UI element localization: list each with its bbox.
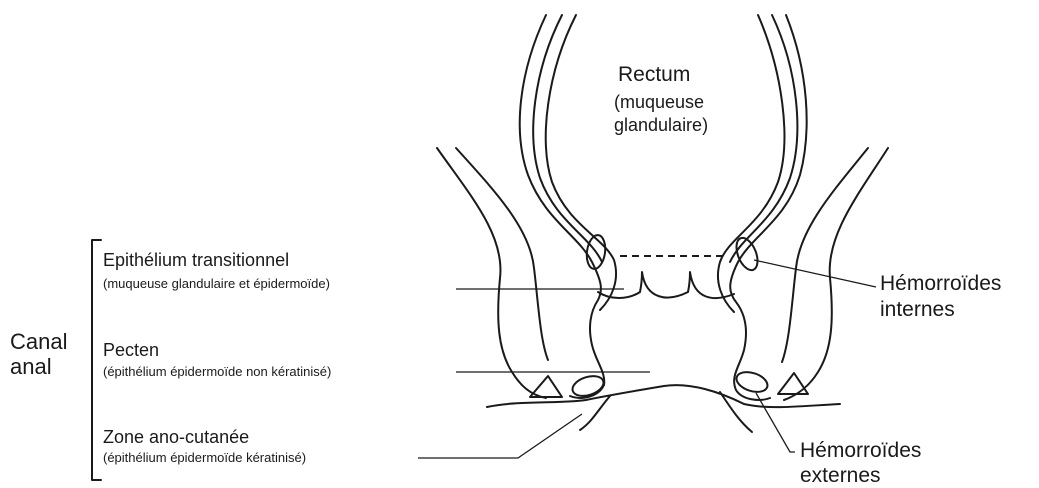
internal-hemorrhoid-right <box>732 235 761 273</box>
canal-bracket <box>92 240 101 480</box>
left-middle-wall <box>533 15 602 262</box>
external-hemorrhoid-right <box>734 368 770 395</box>
canal-label-line2: anal <box>10 354 52 380</box>
right-outer-muscle <box>784 148 888 400</box>
canal-label-line1: Canal <box>10 329 67 355</box>
hem-int-line2: internes <box>880 298 955 322</box>
epithelium-desc: (muqueuse glandulaire et épidermoïde) <box>103 277 330 292</box>
hem-ext-line2: externes <box>800 464 881 488</box>
left-outer-wall <box>520 15 604 398</box>
left-outer-muscle <box>437 148 546 398</box>
right-middle-wall <box>730 15 797 262</box>
zone-desc: (épithélium épidermoïde kératinisé) <box>103 451 306 466</box>
left-inner-wall <box>546 15 616 310</box>
zone-title: Zone ano-cutanée <box>103 427 249 448</box>
hem-ext-line1: Hémorroïdes <box>800 439 921 463</box>
anal-valves <box>598 272 734 298</box>
left-outer-muscle-inner <box>456 148 548 360</box>
skin-line-right <box>744 404 840 407</box>
rectum-desc-line1: (muqueuse <box>614 92 704 113</box>
muscle-triangle-right <box>778 373 808 394</box>
right-outer-muscle-inner <box>782 148 868 362</box>
rectum-label: Rectum <box>618 63 690 87</box>
right-inner-wall <box>718 15 784 312</box>
leader-hem-ext <box>756 393 795 452</box>
pecten-desc: (épithélium épidermoïde non kératinisé) <box>103 365 331 380</box>
leader-zone <box>418 414 582 458</box>
rectum-desc-line2: glandulaire) <box>614 115 708 136</box>
pecten-title: Pecten <box>103 340 159 361</box>
epithelium-title: Epithélium transitionnel <box>103 250 289 271</box>
leader-hem-int <box>754 260 876 287</box>
right-outer-wall <box>730 15 806 400</box>
external-hemorrhoid-left <box>570 372 606 399</box>
hem-int-line1: Hémorroïdes <box>880 272 1001 296</box>
